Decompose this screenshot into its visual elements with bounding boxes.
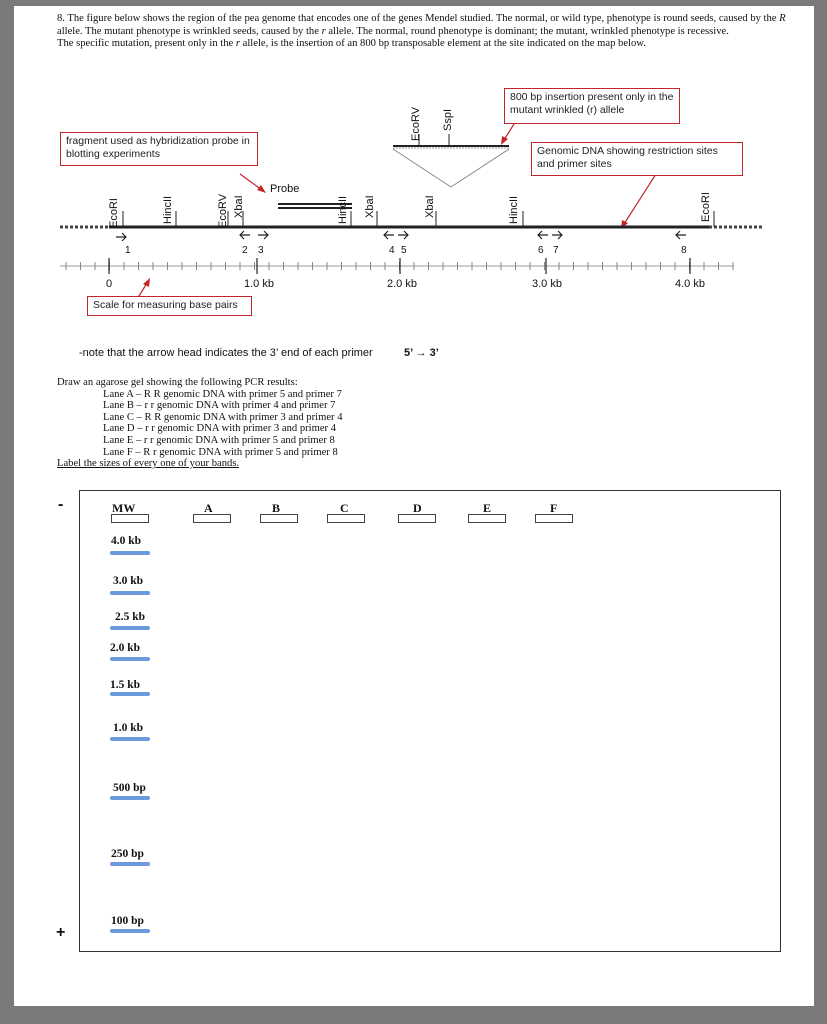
allele-r: r <box>235 38 240 50</box>
agarose-gel: MW A B C D E F 4.0 kb 3.0 kb 2.5 kb 2.0 … <box>79 490 781 952</box>
lane-label-c: C <box>340 501 349 515</box>
primer-8: 8 <box>681 245 687 256</box>
lane-instruction: Lane E – r r genomic DNA with primer 5 a… <box>103 434 335 446</box>
callout-insertion: 800 bp insertion present only in the mut… <box>504 88 680 124</box>
site-label-sspi-insert: SspI <box>442 108 454 131</box>
ladder-label: 1.5 kb <box>110 679 141 691</box>
primer-6: 6 <box>538 245 544 256</box>
well-mw <box>111 514 149 523</box>
primer-4: 4 <box>389 245 395 256</box>
lane-instruction: Lane F – R r genomic DNA with primer 5 a… <box>103 446 338 458</box>
gel-instructions: Draw an agarose gel showing the followin… <box>57 377 343 470</box>
primer-note: -note that the arrow head indicates the … <box>79 347 373 359</box>
ladder-label: 250 bp <box>111 848 144 860</box>
lane-instruction: Lane C – R R genomic DNA with primer 3 a… <box>103 411 343 423</box>
site-label-ecorv-insert: EcoRV <box>410 106 422 141</box>
site-label-xbai-3: XbaI <box>424 195 436 218</box>
primer-2: 2 <box>242 245 248 256</box>
ladder-label: 500 bp <box>113 782 146 794</box>
ladder-band <box>110 929 150 933</box>
ladder-band <box>110 796 150 800</box>
scale-label-1kb: 1.0 kb <box>244 278 274 290</box>
instructions-title: Draw an agarose gel showing the followin… <box>57 377 298 388</box>
scale-label-0: 0 <box>106 278 113 290</box>
insert-triangle-right <box>450 148 510 188</box>
well-a <box>193 514 231 523</box>
ladder-band <box>110 737 150 741</box>
gel-positive-pole: + <box>56 924 66 941</box>
primer-orientation: 5’ → 3’ <box>404 347 439 359</box>
scale-label-4kb: 4.0 kb <box>675 278 705 290</box>
ladder-label: 3.0 kb <box>113 575 144 587</box>
site-label-hincii-1: HincII <box>162 195 174 224</box>
site-label-xbai-1: XbaI <box>233 195 245 218</box>
ladder-label: 4.0 kb <box>111 535 142 547</box>
lane-label-mw: MW <box>112 501 136 515</box>
site-label-ecori-right: EcoRI <box>700 192 712 222</box>
genome-map <box>60 123 764 302</box>
ladder-band <box>110 862 150 866</box>
ladder-band <box>110 551 150 555</box>
gel-negative-pole: - <box>58 496 64 513</box>
question-part: allele. The mutant phenotype is wrinkled… <box>57 25 322 37</box>
lane-label-e: E <box>483 501 492 515</box>
lane-instruction: Lane D – r r genomic DNA with primer 3 a… <box>103 423 337 435</box>
well-e <box>468 514 506 523</box>
instructions-footer: Label the sizes of every one of your ban… <box>57 458 240 470</box>
ladder-band <box>110 591 150 595</box>
primer-3: 3 <box>258 245 264 256</box>
question-text: 8. The figure below shows the region of … <box>57 13 787 51</box>
ladder-band <box>110 692 150 696</box>
scale-label-2kb: 2.0 kb <box>387 278 417 290</box>
insert-triangle-left <box>392 148 452 188</box>
question-part: The specific mutation, present only in t… <box>57 38 236 50</box>
site-label-hincii-2: HincII <box>337 195 349 224</box>
ladder-band <box>110 657 150 661</box>
well-c <box>327 514 365 523</box>
callout-probe: fragment used as hybridization probe in … <box>60 132 258 166</box>
question-part: 8. The figure below shows the region of … <box>57 13 780 24</box>
well-d <box>398 514 436 523</box>
scale-label-3kb: 3.0 kb <box>532 278 562 290</box>
callout-genomic: Genomic DNA showing restriction sites an… <box>531 142 743 176</box>
ladder-label: 2.5 kb <box>115 611 146 623</box>
ladder-label: 100 bp <box>111 915 144 927</box>
well-b <box>260 514 298 523</box>
well-f <box>535 514 573 523</box>
primer-5: 5 <box>401 245 407 256</box>
allele-r: r <box>321 25 326 37</box>
primer-7: 7 <box>553 245 559 256</box>
worksheet-page: 8. The figure below shows the region of … <box>14 6 814 1006</box>
question-part: allele, is the insertion of an 800 bp tr… <box>240 38 646 50</box>
lane-instruction: Lane A – R R genomic DNA with primer 5 a… <box>103 388 342 400</box>
lane-label-f: F <box>550 501 558 515</box>
allele-R: R <box>779 13 786 24</box>
site-label-hincii-3: HincII <box>508 195 520 224</box>
lane-label-b: B <box>272 501 281 515</box>
ladder-label: 2.0 kb <box>110 642 141 654</box>
site-label-xbai-2: XbaI <box>364 195 376 218</box>
ladder-band <box>110 626 150 630</box>
lane-label-d: D <box>413 501 422 515</box>
probe-label: Probe <box>270 183 300 195</box>
question-part: allele. The normal, round phenotype is d… <box>325 25 729 37</box>
site-label-ecorv: EcoRV <box>217 193 229 228</box>
primer-1: 1 <box>125 245 131 256</box>
lane-instruction: Lane B – r r genomic DNA with primer 4 a… <box>103 400 336 412</box>
lane-label-a: A <box>204 501 213 515</box>
callout-scale: Scale for measuring base pairs <box>87 296 252 316</box>
site-label-ecori-left: EcoRI <box>108 198 120 228</box>
ladder-label: 1.0 kb <box>113 722 144 734</box>
